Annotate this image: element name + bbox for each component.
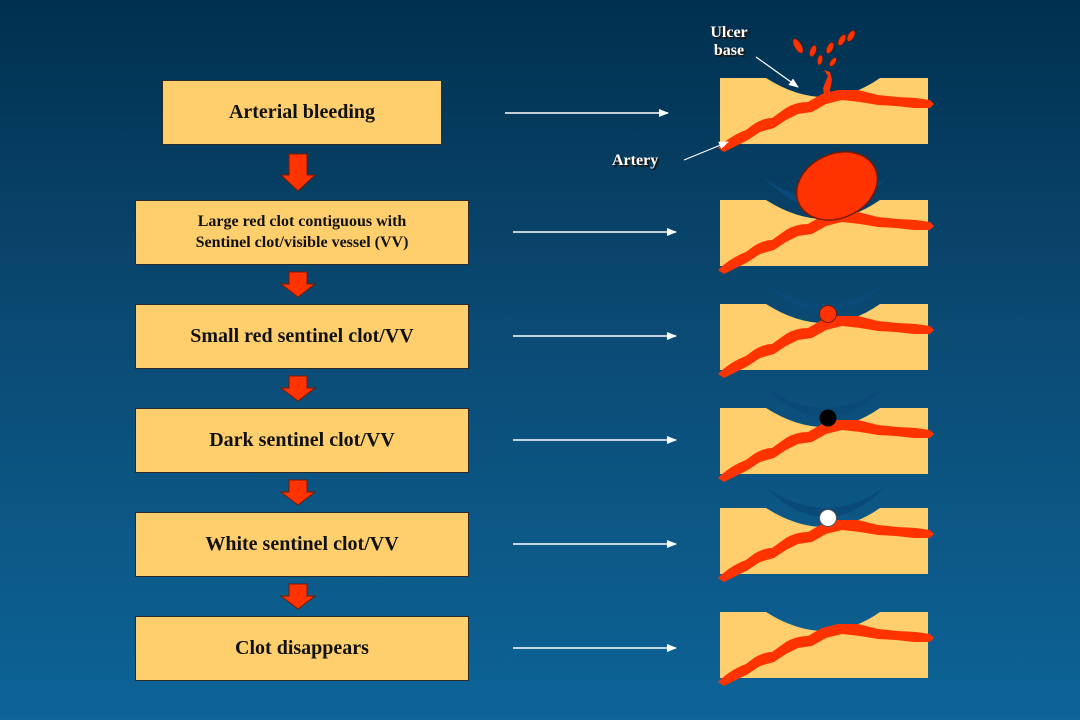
stage-label: Small red sentinel clot/VV (190, 325, 414, 347)
clot-marker (819, 409, 837, 427)
artery-label: Artery (612, 152, 658, 170)
illustration-clot-disappears (718, 612, 934, 686)
clot-marker (819, 509, 837, 527)
ulcer-base-label-line-2: base (713, 42, 745, 60)
blood-spurt (792, 30, 856, 67)
down-arrow-3 (279, 375, 317, 402)
clot-marker (819, 305, 837, 323)
stage-label-line-2: Sentinel clot/visible vessel (VV) (195, 233, 409, 251)
down-arrow-1 (279, 153, 317, 192)
ulcer-base-label-line-1: Ulcer (710, 24, 748, 41)
stage-box-dark-clot: Dark sentinel clot/VV (135, 408, 469, 473)
down-arrow-4 (279, 479, 317, 506)
stage-label: White sentinel clot/VV (205, 533, 399, 555)
illustration-small-red-clot (718, 282, 934, 378)
stage-box-small-red-clot: Small red sentinel clot/VV (135, 304, 469, 369)
stage-label: Large red clot contiguous with Sentinel … (188, 212, 417, 254)
stage-label: Clot disappears (235, 637, 369, 659)
illustration-large-red-clot (718, 151, 934, 274)
stage-label-line-1: Large red clot contiguous with (197, 212, 407, 230)
illustration-arterial-bleeding (718, 30, 934, 152)
ulcer-base-pointer (755, 56, 799, 88)
illustration-white-clot (718, 486, 934, 582)
stage-label: Dark sentinel clot/VV (209, 429, 395, 451)
artery-label-text: Artery (612, 152, 659, 169)
stage-box-large-red-clot: Large red clot contiguous with Sentinel … (135, 200, 469, 265)
ulcer-base-label: Ulcer base (703, 24, 755, 61)
down-arrow-2 (279, 271, 317, 298)
stage-box-clot-disappears: Clot disappears (135, 616, 469, 681)
stage-box-white-clot: White sentinel clot/VV (135, 512, 469, 577)
artery-pointer (683, 141, 729, 161)
down-arrow-5 (279, 583, 317, 610)
stage-label: Arterial bleeding (228, 101, 376, 123)
stage-box-arterial-bleeding: Arterial bleeding (162, 80, 442, 145)
illustration-dark-clot (718, 386, 934, 482)
